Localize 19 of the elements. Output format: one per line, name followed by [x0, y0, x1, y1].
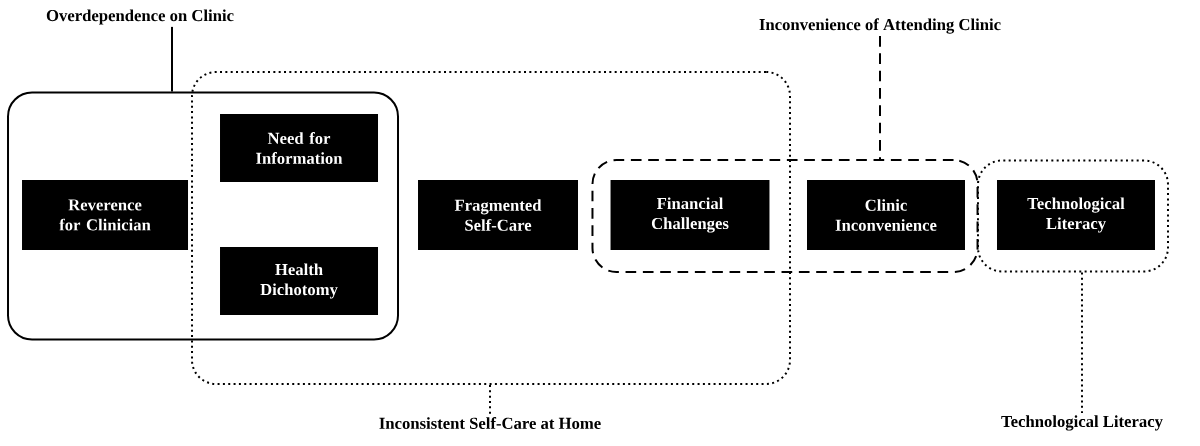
leader-line	[489, 384, 491, 416]
group-outline	[591, 159, 979, 273]
leader-line	[879, 35, 881, 160]
leader-line	[1081, 271, 1083, 415]
group-outline	[191, 71, 791, 385]
theme-box: Clinic Inconvenience	[807, 180, 965, 250]
theme-box: Financial Challenges	[610, 180, 770, 250]
group-heading: Technological Literacy	[1001, 415, 1163, 431]
theme-box: Health Dichotomy	[220, 247, 378, 315]
theme-box: Fragmented Self-Care	[418, 180, 578, 250]
group-heading: Inconsistent Self-Care at Home	[379, 417, 601, 429]
group-heading: Overdependence on Clinic	[46, 9, 234, 25]
group-heading: Inconvenience of Attending Clinic	[759, 18, 1001, 34]
group-outline	[7, 91, 399, 341]
leader-line	[171, 25, 173, 93]
theme-box: Technological Literacy	[997, 180, 1155, 250]
theme-box: Need for Information	[220, 114, 378, 182]
group-outline	[977, 159, 1169, 273]
theme-box: Reverence for Clinician	[22, 180, 188, 250]
